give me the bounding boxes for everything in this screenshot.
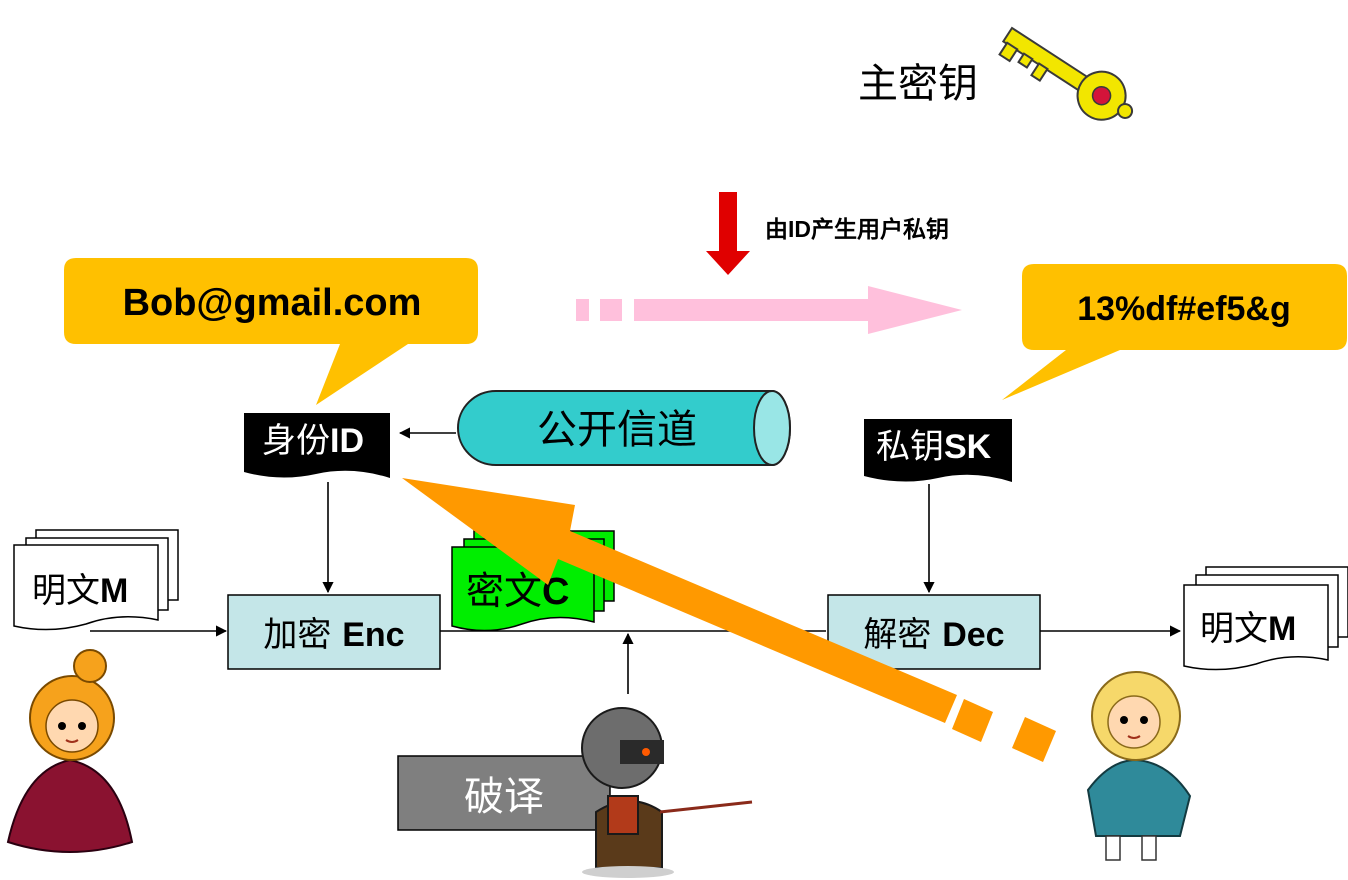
identity-doc-prefix: 身份: [262, 421, 330, 461]
decrypt-suffix: Dec: [942, 616, 1004, 654]
attacker-icon: [581, 707, 753, 878]
plaintext-out-suffix: M: [1268, 610, 1296, 648]
plaintext-out-prefix: 明文: [1200, 609, 1268, 649]
plaintext-in-suffix: M: [100, 572, 128, 610]
attack-box: 破译: [397, 755, 611, 831]
decrypt-box: 解密 Dec: [827, 594, 1041, 670]
master-key-label: 主密钥: [858, 61, 978, 107]
secret-key-doc-suffix: SK: [944, 428, 992, 466]
svg-text:密文C: 密文C: [466, 569, 569, 613]
decrypt-prefix: 解密: [863, 615, 942, 655]
svg-text:加密 Enc: 加密 Enc: [263, 615, 404, 655]
identity-doc-suffix: ID: [330, 422, 364, 460]
bob-icon: [1086, 671, 1192, 861]
svg-text:明文M: 明文M: [32, 571, 128, 611]
keygen-arrow: [706, 192, 750, 275]
key-icon: [998, 26, 1134, 121]
svg-text:私钥SK: 私钥SK: [876, 427, 992, 467]
public-channel-label: 公开信道: [537, 407, 697, 453]
identity-bubble: Bob@gmail.com: [64, 258, 478, 405]
encrypt-prefix: 加密: [263, 615, 342, 655]
keygen-label: 由ID产生用户私钥: [765, 216, 949, 242]
ciphertext-prefix: 密文: [466, 569, 542, 613]
svg-text:身份ID: 身份ID: [262, 421, 364, 461]
plaintext-out-doc: 明文M: [1183, 566, 1348, 671]
svg-text:解密 Dec: 解密 Dec: [863, 615, 1004, 655]
secret-key-doc: 私钥SK: [864, 419, 1012, 482]
identity-doc: 身份ID: [244, 413, 390, 478]
orange-attack-arrow: [402, 478, 1056, 762]
private-key-bubble: 13%df#ef5&g: [1002, 264, 1347, 400]
encrypt-box: 加密 Enc: [227, 594, 441, 670]
encrypt-suffix: Enc: [342, 616, 404, 654]
private-key-bubble-text: 13%df#ef5&g: [1077, 290, 1291, 328]
identity-bubble-text: Bob@gmail.com: [123, 282, 422, 324]
pink-extract-arrow: [576, 286, 962, 334]
secret-key-doc-prefix: 私钥: [876, 427, 944, 467]
public-channel: 公开信道: [457, 390, 791, 466]
svg-text:明文M: 明文M: [1200, 609, 1296, 649]
attack-label: 破译: [464, 774, 544, 820]
plaintext-in-prefix: 明文: [32, 571, 100, 611]
plaintext-in-doc: 明文M: [13, 529, 179, 631]
alice-icon: [6, 649, 134, 853]
